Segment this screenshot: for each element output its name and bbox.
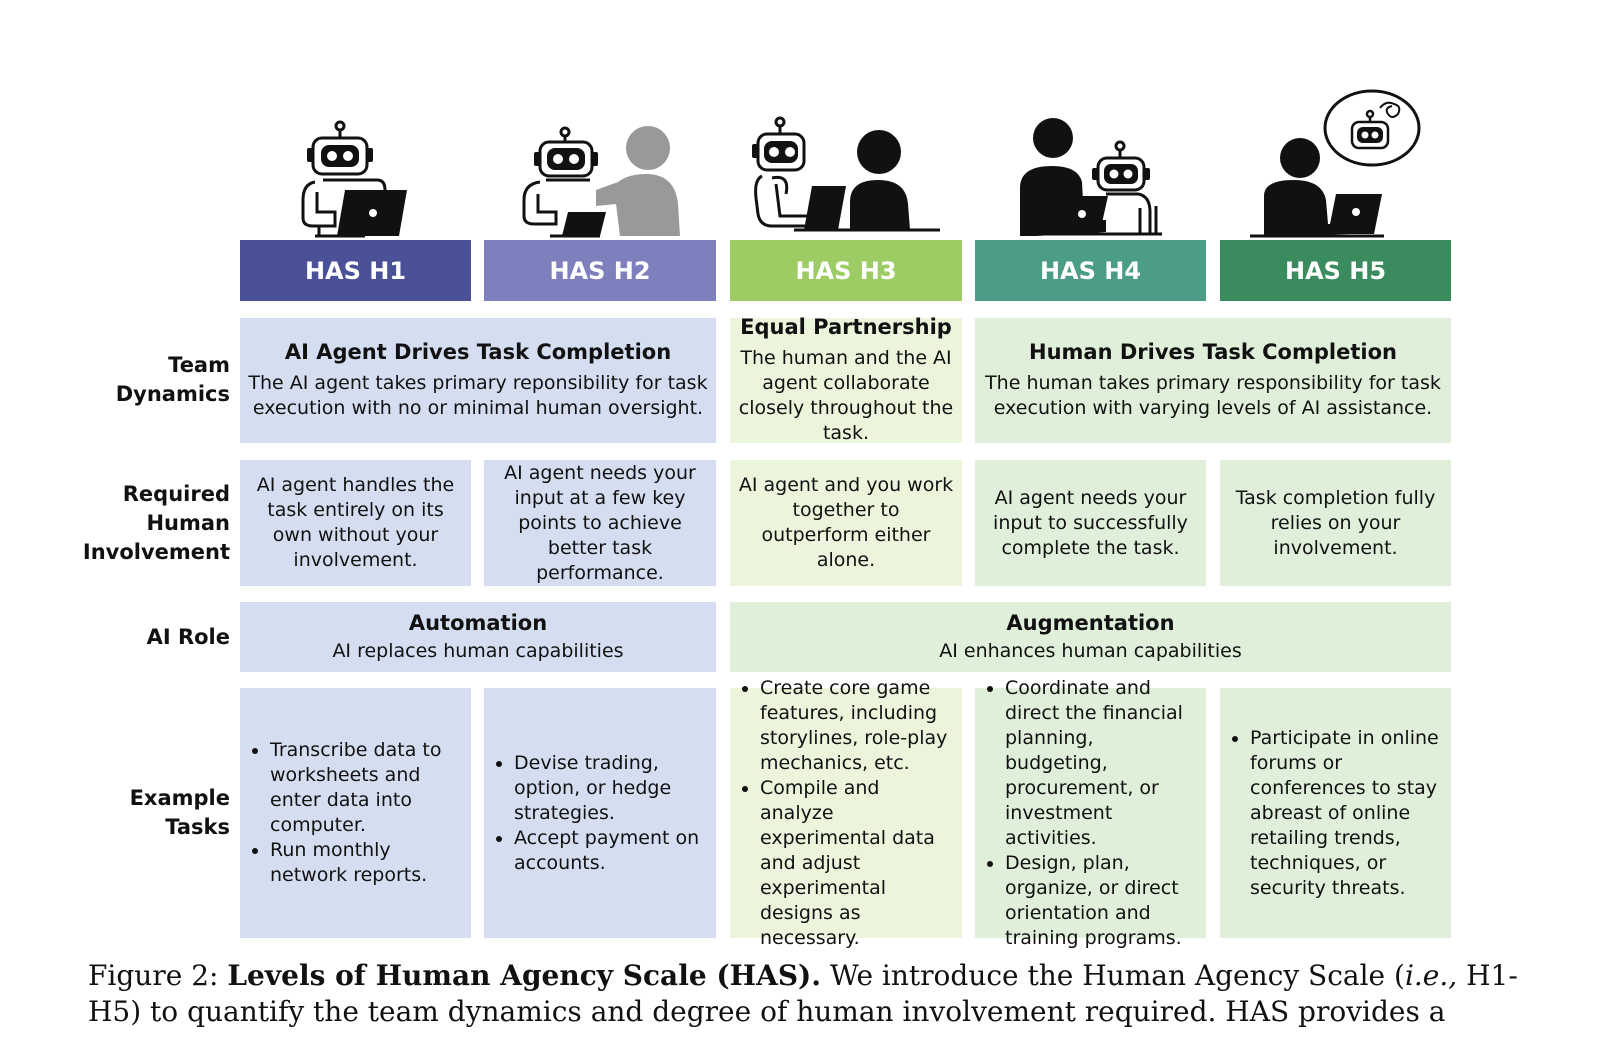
- level-header-h5: HAS H5: [1220, 240, 1451, 301]
- human-thinking-robot-icon: [1250, 89, 1421, 238]
- caption-text-b: H1-: [1457, 959, 1518, 992]
- row-label-required-involvement: Required Human Involvement: [82, 482, 230, 564]
- examples-h5-list: Participate in online forums or conferen…: [1230, 726, 1443, 901]
- list-item: Devise trading, option, or hedge strateg…: [514, 751, 708, 826]
- figure-caption-line1: Figure 2: Levels of Human Agency Scale (…: [88, 958, 1518, 994]
- level-header-h1: HAS H1: [240, 240, 471, 301]
- list-item: Compile and analyze experimental data an…: [760, 776, 954, 951]
- robot-laptop-icon: [301, 120, 407, 238]
- list-item: Accept payment on accounts.: [514, 826, 708, 876]
- ai-role-automation-title: Automation: [408, 610, 548, 635]
- ai-role-automation: Automation AI replaces human capabilitie…: [240, 602, 716, 672]
- examples-h4: Coordinate and direct the financial plan…: [975, 677, 1206, 949]
- ai-role-augmentation: Augmentation AI enhances human capabilit…: [730, 602, 1451, 672]
- examples-h3: Create core game features, including sto…: [730, 677, 962, 949]
- ai-role-augmentation-title: Augmentation: [1006, 610, 1175, 635]
- human-robot-icon: [1020, 118, 1162, 236]
- examples-h3-list: Create core game features, including sto…: [740, 676, 954, 951]
- ai-role-augmentation-text: AI enhances human capabilities: [939, 639, 1242, 662]
- caption-bold-title: Levels of Human Agency Scale (HAS).: [227, 959, 822, 992]
- team-dynamics-equal-text: The human and the AI agent collaborate c…: [738, 347, 954, 444]
- level-header-h4: HAS H4: [975, 240, 1206, 301]
- list-item: Participate in online forums or conferen…: [1250, 726, 1443, 901]
- caption-text-a: We introduce the Human Agency Scale (: [829, 959, 1405, 992]
- caption-prefix: Figure 2:: [88, 959, 219, 992]
- involvement-h4-text: AI agent needs your input to successfull…: [993, 486, 1188, 559]
- row-label-example-tasks: Example Tasks: [129, 786, 230, 839]
- team-dynamics-equal-title: Equal Partnership: [740, 315, 952, 339]
- team-dynamics-human-drives: Human Drives Task Completion The human t…: [975, 318, 1451, 443]
- involvement-h1-text: AI agent handles the task entirely on it…: [256, 474, 455, 571]
- level-header-h2: HAS H2: [484, 240, 716, 301]
- robot-human-icon: [522, 126, 680, 238]
- involvement-h2: AI agent needs your input at a few key p…: [484, 460, 716, 586]
- involvement-h4: AI agent needs your input to successfull…: [975, 460, 1206, 586]
- examples-h5: Participate in online forums or conferen…: [1220, 688, 1451, 938]
- examples-h2: Devise trading, option, or hedge strateg…: [484, 688, 716, 938]
- ai-role-automation-text: AI replaces human capabilities: [332, 639, 624, 662]
- list-item: Design, plan, organize, or direct orient…: [1005, 851, 1198, 951]
- examples-h2-list: Devise trading, option, or hedge strateg…: [494, 751, 708, 876]
- list-item: Create core game features, including sto…: [760, 676, 954, 776]
- team-dynamics-ai-drives: AI Agent Drives Task Completion The AI a…: [240, 318, 716, 443]
- involvement-h2-text: AI agent needs your input at a few key p…: [504, 461, 696, 584]
- robot-human-partner-icon: [752, 116, 940, 232]
- team-dynamics-ai-drives-text: The AI agent takes primary reponsibility…: [248, 372, 708, 419]
- team-dynamics-human-drives-title: Human Drives Task Completion: [1029, 340, 1397, 364]
- list-item: Run monthly network reports.: [270, 838, 463, 888]
- examples-h1: Transcribe data to worksheets and enter …: [240, 688, 471, 938]
- row-label-ai-role: AI Role: [146, 625, 230, 649]
- examples-h1-list: Transcribe data to worksheets and enter …: [250, 738, 463, 888]
- level-header-h3: HAS H3: [730, 240, 962, 301]
- list-item: Coordinate and direct the financial plan…: [1005, 676, 1198, 851]
- involvement-h3-text: AI agent and you work together to outper…: [738, 474, 954, 571]
- involvement-h5: Task completion fully relies on your inv…: [1220, 460, 1451, 586]
- examples-h4-list: Coordinate and direct the financial plan…: [985, 676, 1198, 951]
- team-dynamics-human-drives-text: The human takes primary responsibility f…: [985, 372, 1441, 419]
- figure-caption-line2: H5) to quantify the team dynamics and de…: [88, 995, 1446, 1028]
- list-item: Transcribe data to worksheets and enter …: [270, 738, 463, 838]
- involvement-h1: AI agent handles the task entirely on it…: [240, 460, 471, 586]
- team-dynamics-ai-drives-title: AI Agent Drives Task Completion: [284, 340, 672, 364]
- team-dynamics-equal: Equal Partnership The human and the AI a…: [730, 315, 962, 444]
- caption-italic: i.e.,: [1404, 959, 1458, 992]
- row-label-team-dynamics: Team Dynamics: [115, 353, 230, 406]
- involvement-h3: AI agent and you work together to outper…: [730, 460, 962, 586]
- involvement-h5-text: Task completion fully relies on your inv…: [1235, 486, 1436, 559]
